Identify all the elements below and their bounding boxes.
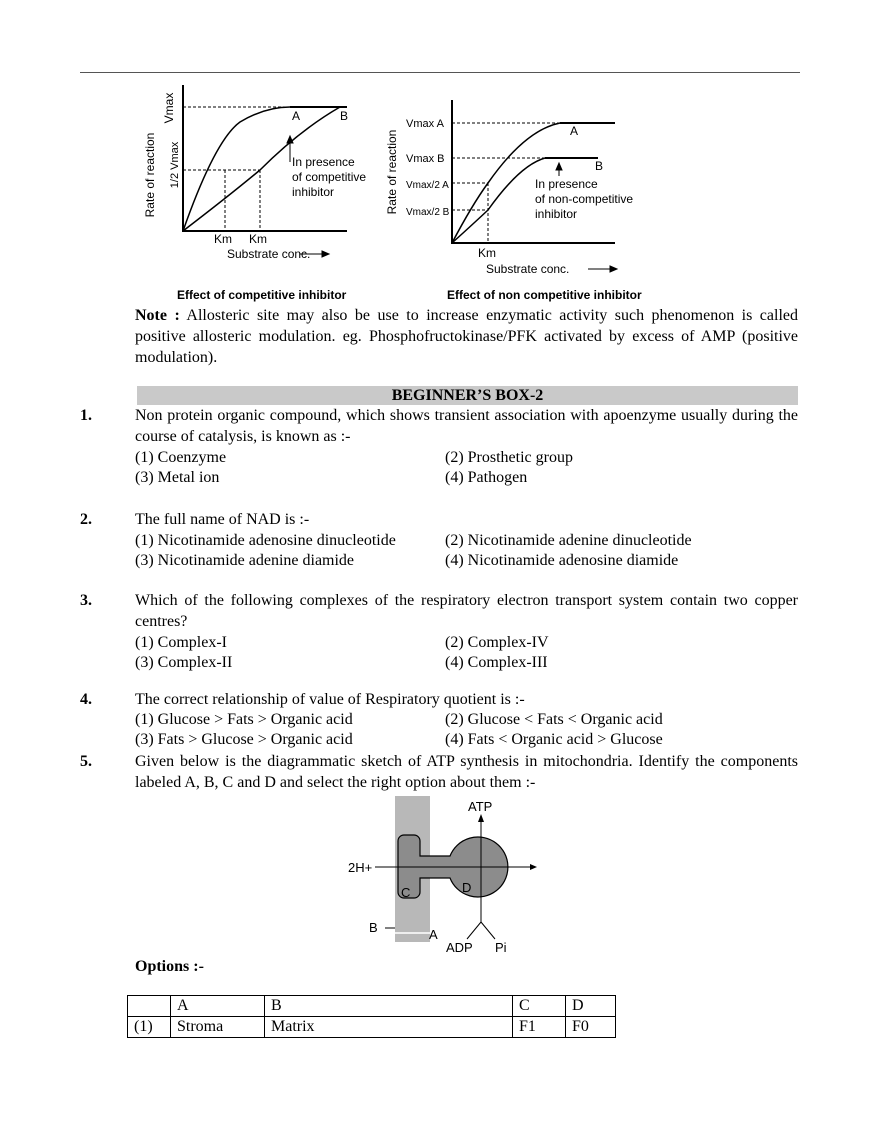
note-label: Note :: [135, 307, 180, 324]
a-label: A: [429, 927, 438, 942]
km-label-2: Km: [249, 232, 267, 246]
option: (2) Nicotinamide adenine dinucleotide: [445, 532, 692, 549]
proton-label: 2H+: [348, 860, 372, 875]
option: (3) Fats > Glucose > Organic acid: [135, 731, 353, 748]
x-axis-label: Substrate conc.: [227, 247, 310, 261]
option: (1) Glucose > Fats > Organic acid: [135, 711, 353, 728]
table-cell: F1: [512, 1016, 566, 1038]
table-cell: Stroma: [170, 1016, 265, 1038]
x-axis-label: Substrate conc.: [486, 262, 569, 276]
option: (1) Complex-I: [135, 634, 227, 651]
arrowhead-icon: [478, 814, 484, 822]
half-vmax-b-label: Vmax/2 B: [406, 207, 450, 218]
option: (1) Nicotinamide adenosine dinucleotide: [135, 532, 396, 549]
half-vmax-a-label: Vmax/2 A: [406, 180, 449, 191]
annotation-line: inhibitor: [292, 185, 334, 199]
option: (4) Complex-III: [445, 654, 548, 671]
question-number: 4.: [80, 691, 92, 708]
enzyme-inhibition-figures: Rate of reaction Vmax 1/2 Vmax A B In pr…: [143, 85, 642, 302]
note-text: Allosteric site may also be use to incre…: [135, 307, 799, 366]
curve-b: [182, 106, 341, 232]
beginners-box-title: BEGINNER’S BOX-2: [137, 386, 798, 405]
table-row: (1) Stroma Matrix F1 F0: [127, 1016, 616, 1038]
competitive-inhibitor-graph: [182, 85, 347, 258]
arrowhead-icon: [530, 864, 537, 870]
table-cell: B: [264, 995, 513, 1017]
half-vmax-label: 1/2 Vmax: [169, 141, 181, 188]
option: (4) Fats < Organic acid > Glucose: [445, 731, 663, 748]
option: (4) Pathogen: [445, 469, 528, 486]
question-number: 3.: [80, 592, 92, 609]
options-heading: Options :-: [135, 958, 204, 975]
arrowhead-icon: [321, 250, 331, 258]
option: (1) Coenzyme: [135, 449, 227, 466]
table-cell: A: [170, 995, 265, 1017]
table-cell: (1): [127, 1016, 171, 1038]
atp-synthase-diagram: ATP 2H+ C D B A ADP Pi: [348, 796, 537, 955]
question-number: 1.: [80, 407, 92, 424]
vmax-b-label: Vmax B: [406, 153, 445, 165]
caption: Effect of competitive inhibitor: [177, 288, 347, 302]
b-label: B: [369, 920, 378, 935]
noncompetitive-inhibitor-graph: [451, 100, 619, 273]
vmax-a-label: Vmax A: [406, 118, 445, 130]
y-axis-label: Rate of reaction: [143, 133, 157, 218]
annotation-line: of competitive: [292, 170, 366, 184]
question-number: 2.: [80, 511, 92, 528]
question-text: Non protein organic compound, which show…: [135, 407, 798, 445]
y-axis-label: Rate of reaction: [385, 130, 399, 215]
options-table: A B C D (1) Stroma Matrix F1 F0: [127, 995, 616, 1038]
table-cell: F0: [565, 1016, 616, 1038]
table-cell: Matrix: [264, 1016, 513, 1038]
option: (3) Nicotinamide adenine diamide: [135, 552, 355, 569]
adp-label: ADP: [446, 940, 473, 955]
curve-a: [182, 106, 291, 232]
table-cell: [127, 995, 171, 1017]
atp-label: ATP: [468, 799, 492, 814]
annotation-line: In presence: [535, 177, 598, 191]
curve-b-label: B: [340, 109, 348, 123]
table-cell: D: [565, 995, 616, 1017]
option: (2) Prosthetic group: [445, 449, 573, 466]
curve-a-label: A: [570, 124, 578, 138]
arrowhead-icon: [286, 134, 294, 144]
annotation-line: inhibitor: [535, 207, 577, 221]
question-text: Given below is the diagrammatic sketch o…: [135, 753, 798, 791]
option: (2) Complex-IV: [445, 634, 549, 651]
d-label: D: [462, 880, 471, 895]
option: (3) Complex-II: [135, 654, 233, 671]
curve-b-label: B: [595, 159, 603, 173]
annotation-line: of non-competitive: [535, 192, 633, 206]
question-text: Which of the following complexes of the …: [135, 592, 798, 630]
table-cell: C: [512, 995, 566, 1017]
option: (2) Glucose < Fats < Organic acid: [445, 711, 663, 728]
option: (4) Nicotinamide adenosine diamide: [445, 552, 679, 569]
km-label-1: Km: [214, 232, 232, 246]
curve-a: [451, 122, 561, 244]
question-text: The correct relationship of value of Res…: [135, 691, 525, 708]
curve-b: [451, 157, 546, 244]
c-label: C: [401, 885, 410, 900]
curve-a-label: A: [292, 109, 300, 123]
arrowhead-icon: [609, 265, 619, 273]
table-header-row: A B C D: [127, 995, 616, 1017]
option: (3) Metal ion: [135, 469, 220, 486]
arrowhead-icon: [555, 161, 563, 171]
header-rule: [80, 72, 800, 73]
question-number: 5.: [80, 753, 92, 770]
vmax-label: Vmax: [162, 93, 176, 124]
km-label: Km: [478, 246, 496, 260]
pi-label: Pi: [495, 940, 507, 955]
note-paragraph: Note : Allosteric site may also be use t…: [135, 305, 798, 368]
question-text: The full name of NAD is :-: [135, 511, 310, 528]
annotation-line: In presence: [292, 155, 355, 169]
caption: Effect of non competitive inhibitor: [447, 288, 642, 302]
